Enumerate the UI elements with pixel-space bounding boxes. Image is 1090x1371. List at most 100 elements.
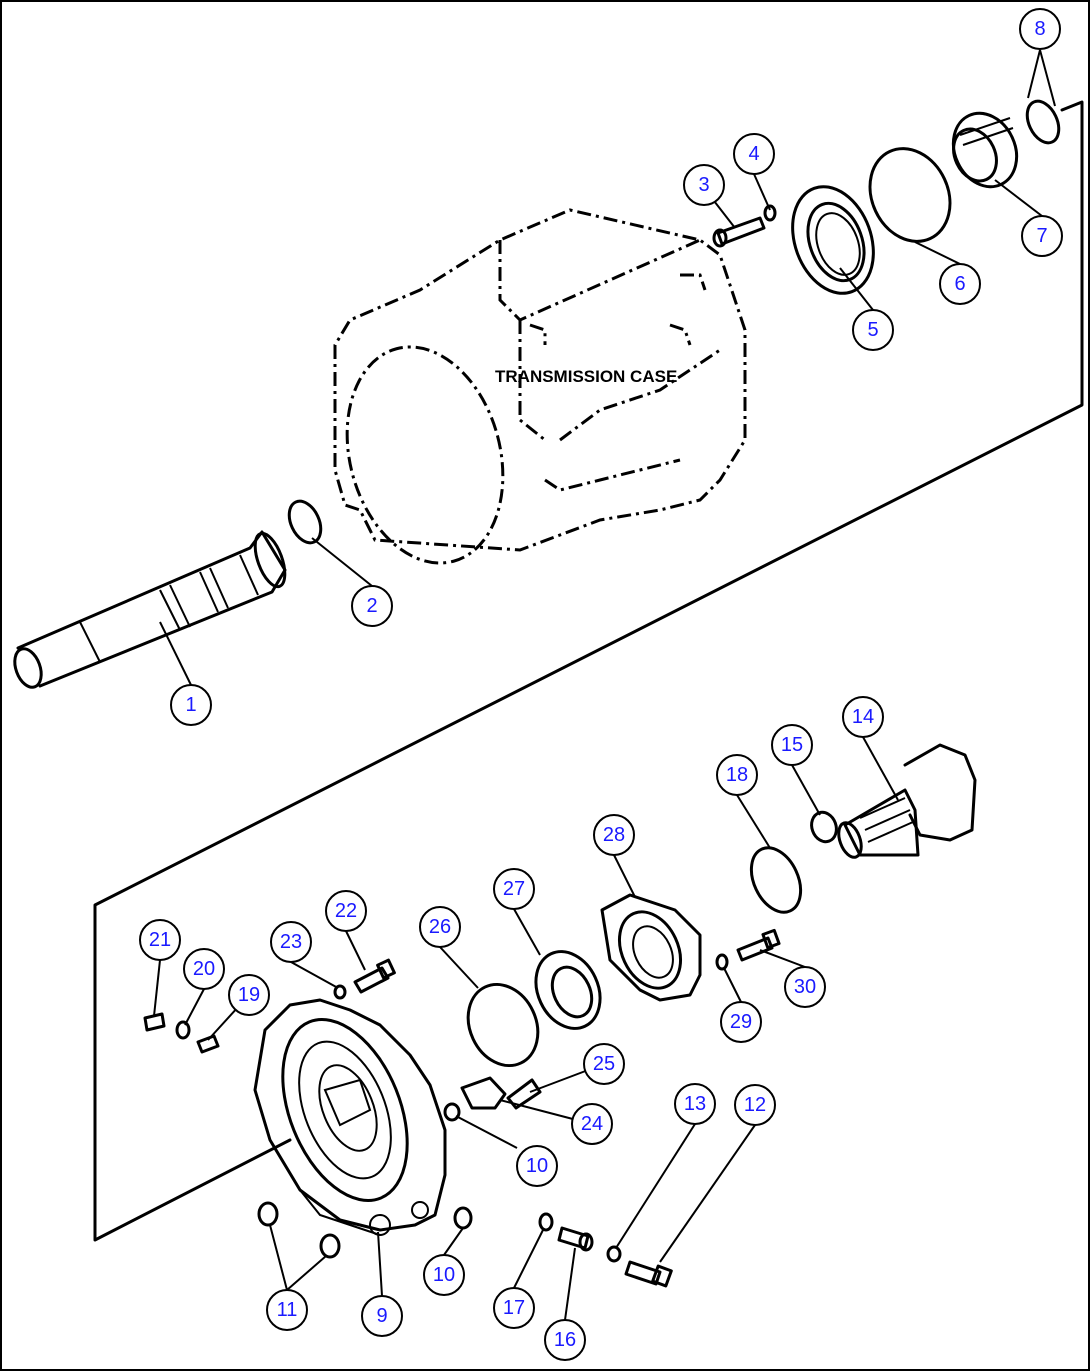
callout-3: 3 — [683, 164, 725, 206]
svg-text:6: 6 — [954, 273, 965, 295]
svg-text:30: 30 — [794, 976, 816, 998]
washer-part-13 — [606, 1245, 622, 1263]
callout-7: 7 — [1021, 215, 1063, 257]
washer-part-29 — [715, 953, 729, 971]
callout-23: 23 — [270, 921, 312, 963]
cover-part-9 — [253, 998, 447, 1236]
callout-19: 19 — [228, 974, 270, 1016]
callout-17: 17 — [493, 1287, 535, 1329]
callout-6: 6 — [939, 263, 981, 305]
ring-part-18 — [749, 846, 803, 914]
svg-text:28: 28 — [603, 824, 625, 846]
callout-27: 27 — [493, 868, 535, 910]
callout-24: 24 — [571, 1103, 613, 1145]
svg-text:18: 18 — [726, 764, 748, 786]
upper-group-boundary — [93, 100, 1084, 1242]
svg-text:27: 27 — [503, 878, 525, 900]
washer-part-23 — [333, 984, 347, 1000]
svg-text:20: 20 — [193, 958, 215, 980]
bolt-part-30 — [736, 928, 781, 962]
svg-text:16: 16 — [554, 1329, 576, 1351]
svg-text:11: 11 — [277, 1299, 298, 1321]
washer-part-11a — [257, 1201, 279, 1227]
svg-text:12: 12 — [744, 1094, 766, 1116]
callout-12: 12 — [734, 1084, 776, 1126]
bolt-part-3 — [712, 216, 766, 248]
case-label: TRANSMISSION CASE — [495, 367, 677, 386]
svg-text:4: 4 — [748, 143, 759, 165]
washer-part-20 — [175, 1020, 191, 1040]
callout-10a: 10 — [516, 1145, 558, 1187]
fitting-part-25 — [506, 1078, 542, 1110]
svg-text:25: 25 — [593, 1053, 615, 1075]
callout-2: 2 — [351, 585, 393, 627]
washer-part-17 — [538, 1212, 554, 1232]
shaft-part-1 — [13, 530, 287, 689]
pin-part-19 — [196, 1034, 220, 1054]
callout-21: 21 — [139, 919, 181, 961]
bearing-part-7 — [951, 111, 1019, 189]
o-ring-part-6 — [868, 147, 952, 243]
svg-text:19: 19 — [238, 984, 260, 1006]
bolt-part-21 — [143, 1012, 166, 1032]
yoke-part-14 — [837, 743, 977, 859]
svg-text:8: 8 — [1034, 18, 1045, 40]
callout-13: 13 — [674, 1083, 716, 1125]
callout-9: 9 — [361, 1295, 403, 1337]
plug-part-10a — [443, 1102, 461, 1122]
svg-text:9: 9 — [376, 1305, 387, 1327]
svg-text:17: 17 — [503, 1297, 525, 1319]
svg-text:26: 26 — [429, 916, 451, 938]
bearing-part-27 — [534, 950, 602, 1030]
svg-text:29: 29 — [730, 1011, 752, 1033]
svg-text:15: 15 — [781, 734, 803, 756]
callout-29: 29 — [720, 1001, 762, 1043]
callout-5: 5 — [852, 309, 894, 351]
svg-text:14: 14 — [852, 706, 874, 728]
carrier-part-28 — [600, 893, 702, 1002]
gasket-part-24 — [460, 1076, 507, 1110]
washer-part-4 — [763, 204, 777, 222]
svg-text:10: 10 — [526, 1155, 548, 1177]
callout-20: 20 — [183, 948, 225, 990]
bolt-part-16 — [557, 1226, 594, 1252]
callout-16: 16 — [544, 1319, 586, 1361]
svg-text:24: 24 — [581, 1113, 603, 1135]
bolt-part-12 — [624, 1260, 673, 1288]
callout-22: 22 — [325, 890, 367, 932]
svg-text:13: 13 — [684, 1093, 706, 1115]
callout-30: 30 — [784, 966, 826, 1008]
svg-text:3: 3 — [698, 174, 709, 196]
svg-text:1: 1 — [185, 694, 196, 716]
callout-1: 1 — [170, 684, 212, 726]
callout-25: 25 — [583, 1043, 625, 1085]
cage-part-5 — [791, 185, 875, 295]
ring-part-8 — [1025, 99, 1061, 145]
callout-15: 15 — [771, 724, 813, 766]
svg-text:10: 10 — [433, 1264, 455, 1286]
svg-text:7: 7 — [1036, 225, 1047, 247]
callout-11: 11 — [266, 1289, 308, 1331]
bolt-part-22 — [353, 958, 396, 994]
callout-10b: 10 — [423, 1254, 465, 1296]
washer-part-11b — [319, 1233, 341, 1259]
svg-text:22: 22 — [335, 900, 357, 922]
svg-text:21: 21 — [149, 929, 171, 951]
seal-part-15 — [810, 810, 838, 844]
snap-ring-part-2 — [287, 499, 323, 545]
callout-26: 26 — [419, 906, 461, 948]
callout-14: 14 — [842, 696, 884, 738]
transmission-case: TRANSMISSION CASE — [333, 208, 747, 565]
svg-text:5: 5 — [867, 319, 878, 341]
svg-text:2: 2 — [366, 595, 377, 617]
callout-8: 8 — [1019, 8, 1061, 50]
callout-18: 18 — [716, 754, 758, 796]
o-ring-part-26 — [466, 982, 540, 1068]
callout-28: 28 — [593, 814, 635, 856]
callout-4: 4 — [733, 133, 775, 175]
svg-text:23: 23 — [280, 931, 302, 953]
plug-part-10b — [453, 1206, 473, 1230]
